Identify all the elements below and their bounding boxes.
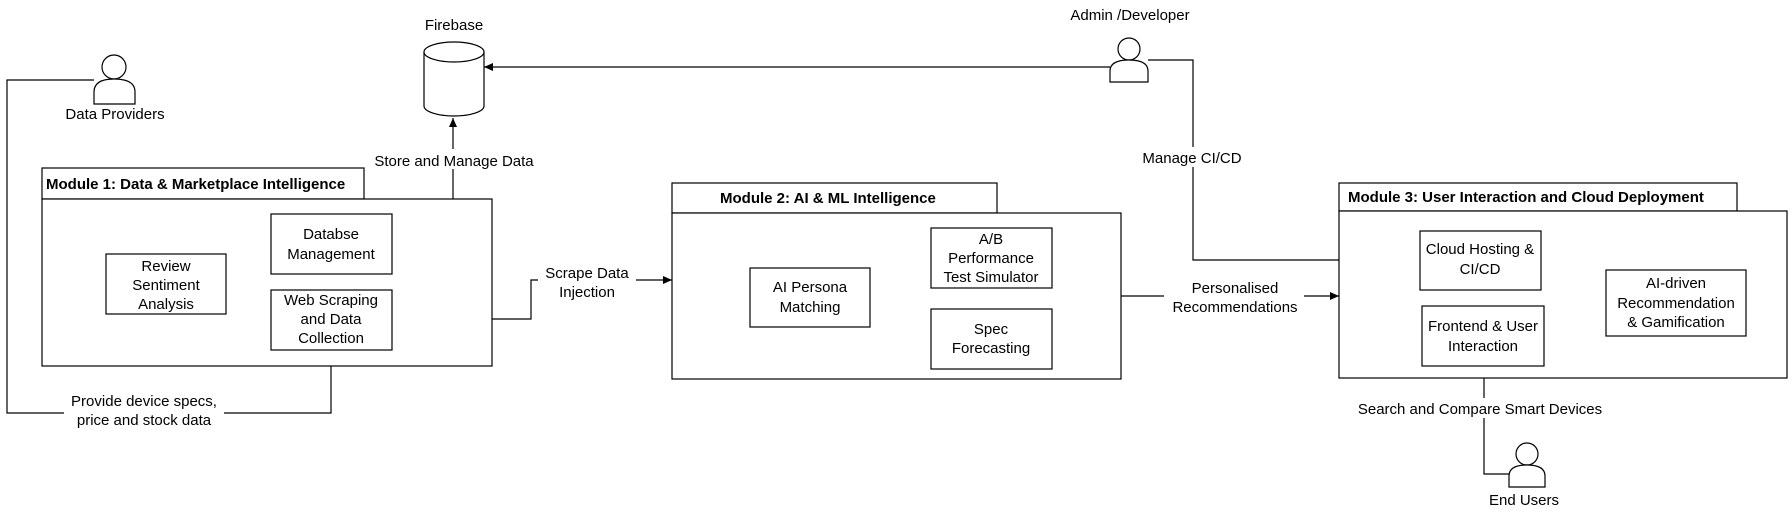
- manage-cicd-label: Manage CI/CD: [1137, 147, 1249, 167]
- end-users-actor: End Users: [1489, 442, 1559, 509]
- svg-text:CI/CD: CI/CD: [1460, 261, 1501, 278]
- svg-text:Store and Manage Data: Store and Manage Data: [374, 153, 534, 170]
- personalised-recommendations-label: Personalised Recommendations: [1164, 277, 1304, 317]
- module-3-title: Module 3: User Interaction and Cloud Dep…: [1348, 189, 1704, 206]
- module-1: Module 1: Data & Marketplace Intelligenc…: [41, 167, 493, 367]
- svg-text:Personalised: Personalised: [1192, 280, 1279, 297]
- data-providers-actor: Data Providers: [65, 54, 165, 123]
- svg-text:A/B: A/B: [979, 231, 1003, 248]
- svg-text:Recommendation: Recommendation: [1617, 295, 1735, 312]
- svg-text:Forecasting: Forecasting: [952, 340, 1030, 357]
- svg-text:Review: Review: [141, 258, 190, 275]
- scrape-data-injection-label: Scrape Data Injection: [538, 262, 636, 302]
- svg-text:Recommendations: Recommendations: [1172, 299, 1297, 316]
- svg-text:Cloud Hosting &: Cloud Hosting &: [1426, 241, 1534, 258]
- svg-text:Frontend & User: Frontend & User: [1428, 318, 1538, 335]
- svg-text:Sentiment: Sentiment: [132, 277, 200, 294]
- svg-text:Search and Compare Smart Devic: Search and Compare Smart Devices: [1358, 401, 1602, 418]
- svg-text:AI-driven: AI-driven: [1646, 275, 1706, 292]
- spec-forecasting-box: Spec Forecasting: [930, 308, 1053, 370]
- ab-test-box: A/B Performance Test Simulator: [930, 227, 1053, 289]
- end-users-label: End Users: [1489, 492, 1559, 509]
- cloud-hosting-box: Cloud Hosting & CI/CD: [1419, 230, 1542, 291]
- database-management-box: Databse Management: [270, 213, 393, 275]
- module-3: Module 3: User Interaction and Cloud Dep…: [1338, 182, 1788, 379]
- edge-providers-to-scraping: [6, 79, 335, 414]
- svg-text:Provide device specs,: Provide device specs,: [71, 393, 217, 410]
- svg-text:Collection: Collection: [298, 330, 364, 347]
- svg-text:Matching: Matching: [780, 299, 841, 316]
- svg-text:& Gamification: & Gamification: [1627, 314, 1725, 331]
- svg-text:Management: Management: [287, 246, 375, 263]
- store-manage-data-label: Store and Manage Data: [366, 149, 540, 170]
- svg-text:Spec: Spec: [974, 321, 1009, 338]
- data-providers-label: Data Providers: [65, 106, 164, 123]
- svg-text:Analysis: Analysis: [138, 296, 194, 313]
- admin-developer-actor: Admin /Developer: [1070, 7, 1190, 83]
- ai-persona-box: AI Persona Matching: [749, 267, 871, 328]
- module-2-title: Module 2: AI & ML Intelligence: [720, 190, 936, 207]
- provide-device-specs-label: Provide device specs, price and stock da…: [64, 390, 224, 430]
- svg-text:Databse: Databse: [303, 226, 359, 243]
- admin-developer-label: Admin /Developer: [1070, 7, 1189, 24]
- module-1-title: Module 1: Data & Marketplace Intelligenc…: [46, 176, 345, 193]
- frontend-interaction-box: Frontend & User Interaction: [1421, 305, 1545, 367]
- web-scraping-box: Web Scraping and Data Collection: [270, 289, 393, 351]
- svg-text:Scrape Data: Scrape Data: [545, 265, 629, 282]
- svg-text:Manage CI/CD: Manage CI/CD: [1142, 150, 1241, 167]
- svg-text:Web Scraping: Web Scraping: [284, 292, 378, 309]
- module-2: Module 2: AI & ML Intelligence AI Person…: [671, 182, 1122, 380]
- ai-recommendation-box: AI-driven Recommendation & Gamification: [1605, 269, 1747, 337]
- svg-text:Interaction: Interaction: [1448, 338, 1518, 355]
- search-compare-label: Search and Compare Smart Devices: [1348, 398, 1612, 418]
- svg-text:Injection: Injection: [559, 284, 615, 301]
- firebase-database: Firebase: [423, 17, 485, 117]
- svg-text:AI Persona: AI Persona: [773, 279, 848, 296]
- review-sentiment-box: Review Sentiment Analysis: [105, 253, 227, 315]
- firebase-label: Firebase: [425, 17, 483, 34]
- edge-users-to-frontend: [1480, 366, 1509, 475]
- svg-text:Test Simulator: Test Simulator: [943, 269, 1038, 286]
- svg-text:Performance: Performance: [948, 250, 1034, 267]
- svg-text:price and stock data: price and stock data: [77, 412, 212, 429]
- svg-text:and Data: and Data: [301, 311, 363, 328]
